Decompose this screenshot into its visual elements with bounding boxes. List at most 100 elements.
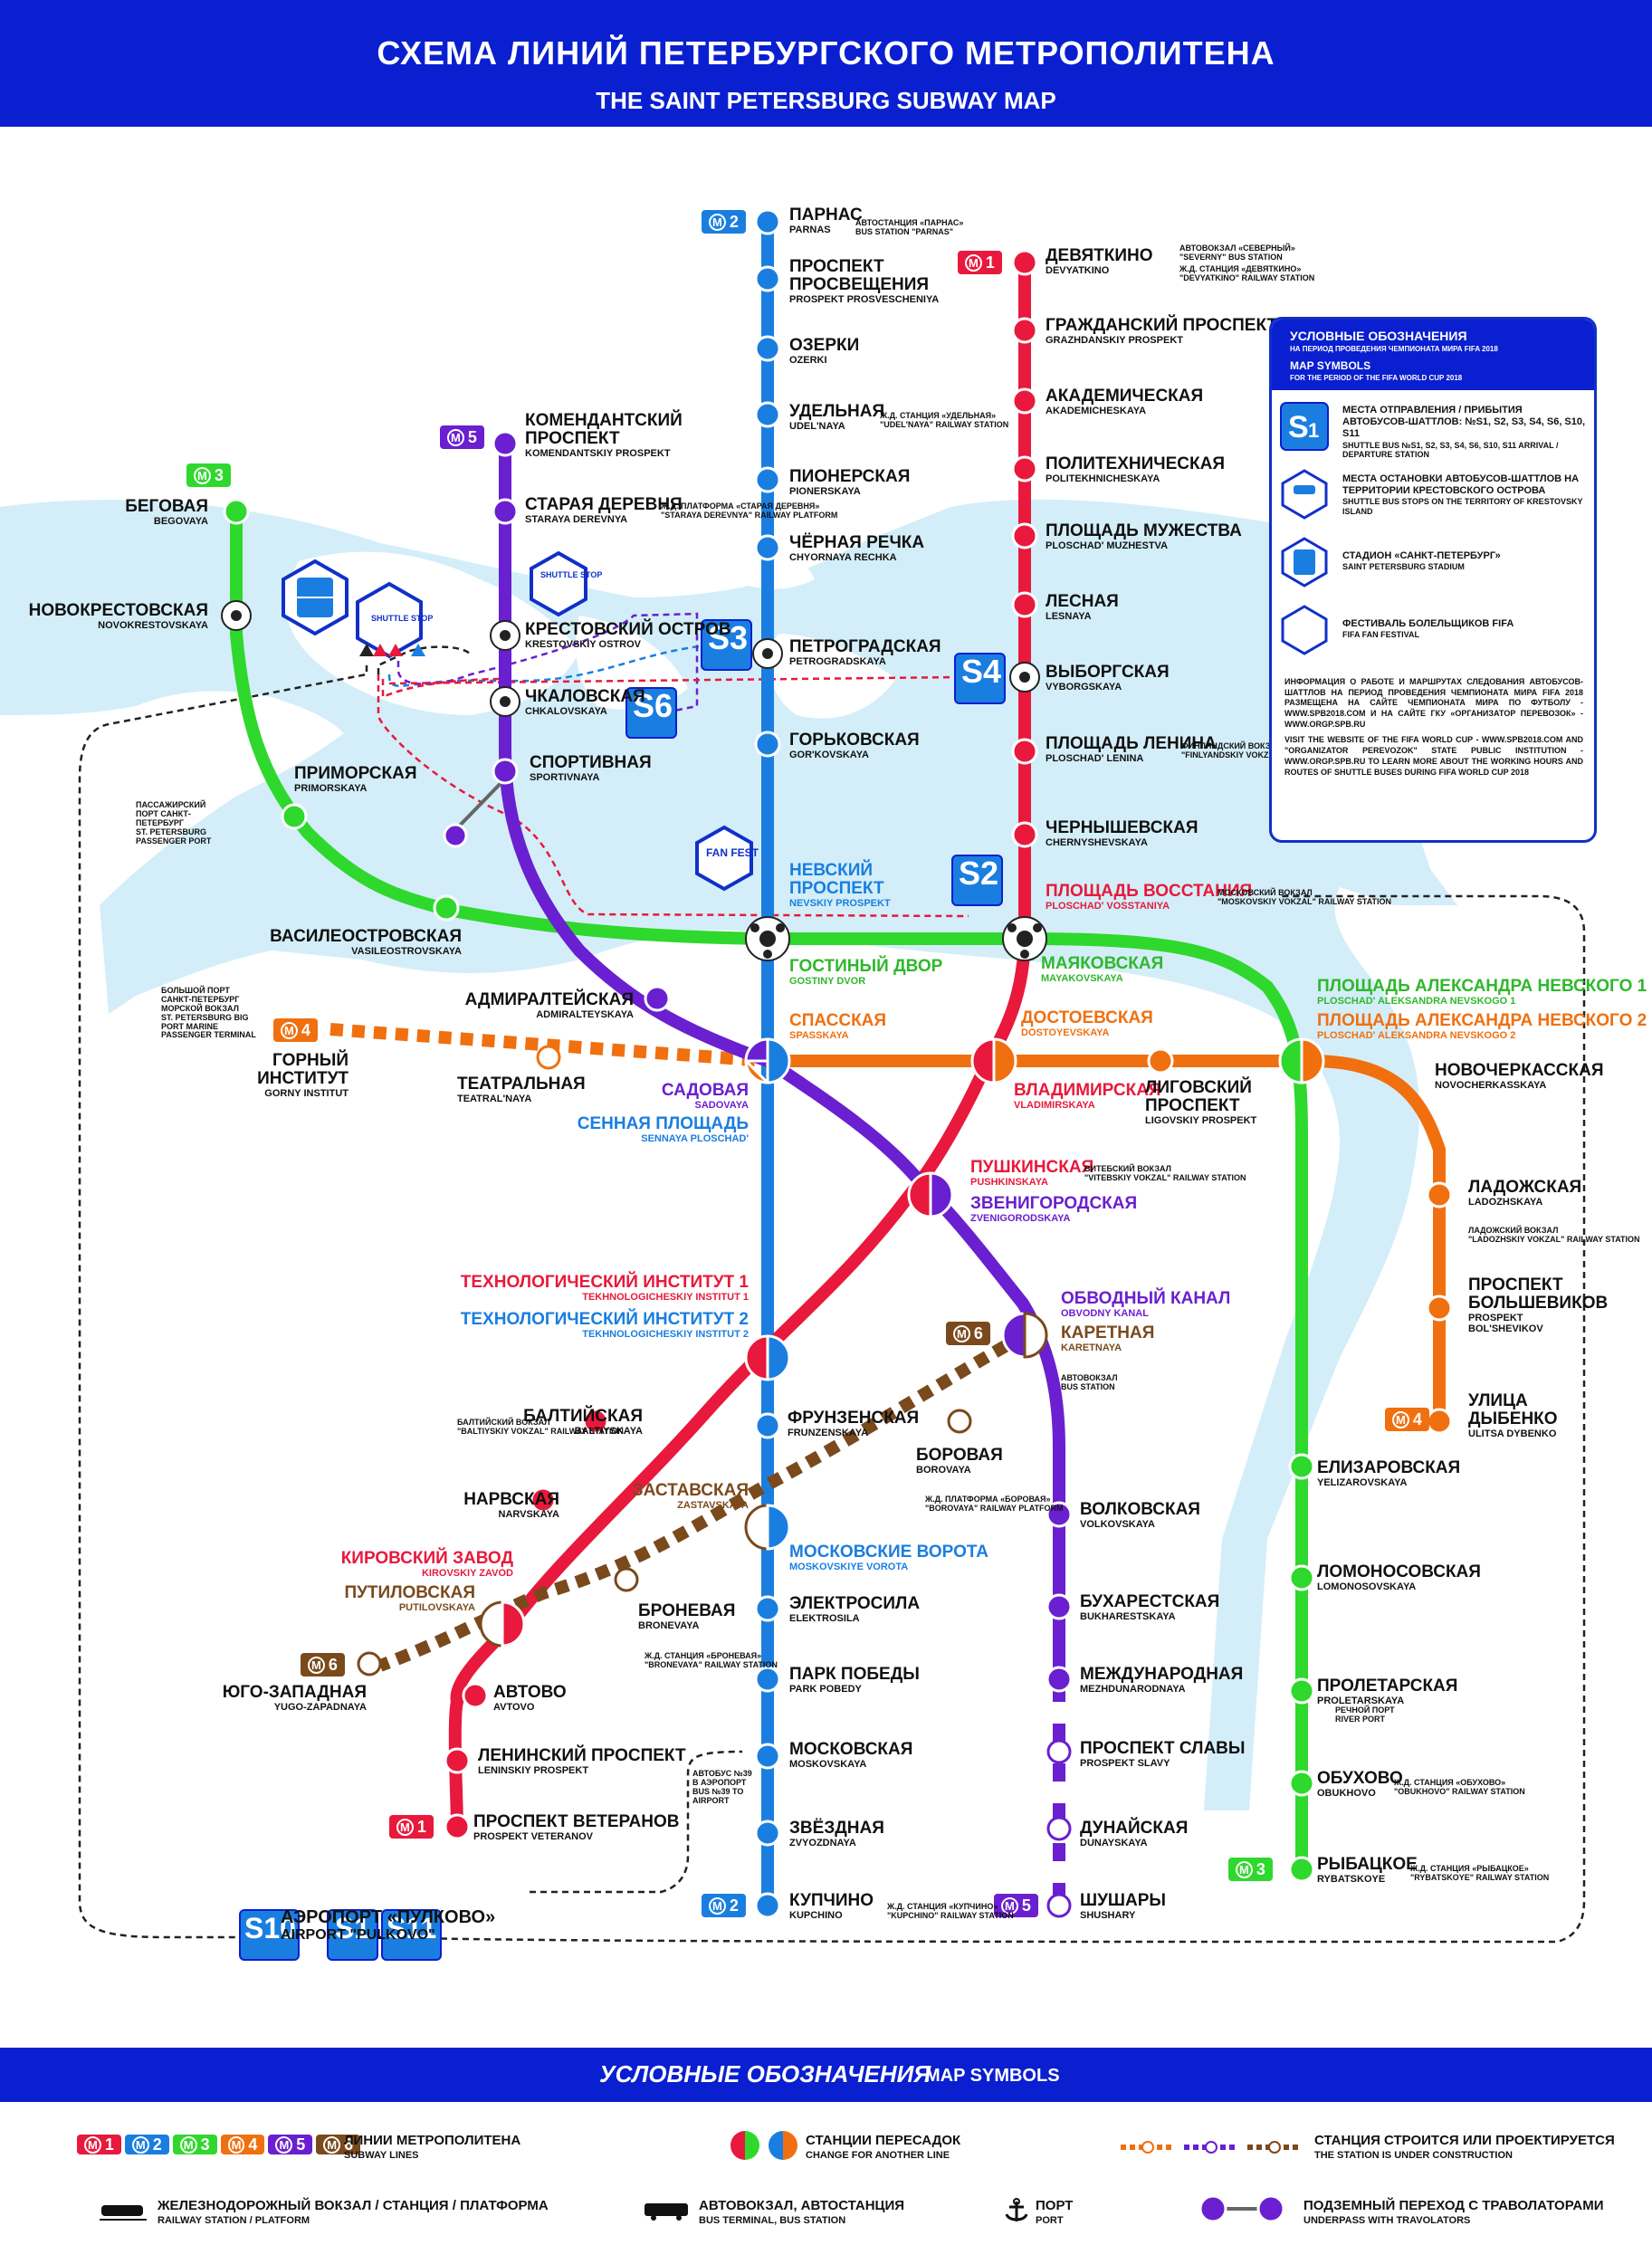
note-moscow-rail: МОСКОВСКИЙ ВОКЗАЛ"MOSKOVSKIY VOKZAL" RAI…	[1218, 888, 1392, 906]
travolator-icon	[1198, 2194, 1285, 2223]
stadium-legend-icon	[1281, 537, 1328, 588]
fan-fest-icon	[695, 825, 753, 892]
shuttle-routes	[78, 612, 1586, 1944]
anchor-icon	[1005, 2198, 1028, 2221]
interchange-obvodny	[1001, 1312, 1048, 1359]
airport-label: АЭРОПОРТ «ПУЛКОВО»AIRPORT "PULKOVO"	[281, 1907, 496, 1943]
interchange-sennaya	[744, 1037, 791, 1084]
note-staraya-rail: Ж.Д. ПЛАТФОРМА «СТАРАЯ ДЕРЕВНЯ»"STARAYA …	[661, 502, 838, 520]
interchange-tekhnologichesky	[744, 1334, 791, 1381]
shuttle-stop-legend-icon	[1281, 469, 1328, 520]
interchange-moskovskie-vorota	[744, 1504, 791, 1551]
stations	[223, 208, 1453, 1919]
svg-text:1: 1	[1308, 419, 1319, 442]
svg-text:S: S	[1288, 410, 1309, 444]
construction-icon	[1121, 2141, 1302, 2154]
note-parnas-bus: АВТОСТАНЦИЯ «ПАРНАС»BUS STATION "PARNAS"	[855, 218, 964, 236]
legend-box: УСЛОВНЫЕ ОБОЗНАЧЕНИЯ НА ПЕРИОД ПРОВЕДЕНИ…	[1269, 317, 1597, 843]
shuttle-boxes	[239, 619, 1006, 1961]
interchange-dostoevskaya	[970, 1037, 1017, 1084]
rail-icon	[100, 2205, 147, 2221]
note-devyatkino-rail: Ж.Д. СТАНЦИЯ «ДЕВЯТКИНО»"DEVYATKINO" RAI…	[1179, 264, 1315, 282]
interchange-pushkinskaya	[907, 1171, 954, 1218]
footer-title-ru: УСЛОВНЫЕ ОБОЗНАЧЕНИЯ	[599, 2060, 931, 2087]
interchange-al-nevskogo	[1278, 1037, 1325, 1084]
note-rybatskoye-rail: Ж.Д. СТАНЦИЯ «РЫБАЦКОЕ»"RYBATSKOYE" RAIL…	[1410, 1864, 1550, 1882]
legend-title-ru: УСЛОВНЫЕ ОБОЗНАЧЕНИЯ	[1290, 329, 1467, 343]
footer-bar: УСЛОВНЫЕ ОБОЗНАЧЕНИЯ MAP SYMBOLS	[0, 2048, 1652, 2102]
legend-info: ИНФОРМАЦИЯ О РАБОТЕ И МАРШРУТАХ СЛЕДОВАН…	[1284, 677, 1583, 777]
transfer-icon	[731, 2131, 797, 2160]
shuttle-s2-label: S2	[959, 855, 999, 892]
legend-sub-en: FOR THE PERIOD OF THE FIFA WORLD CUP 201…	[1290, 374, 1463, 382]
